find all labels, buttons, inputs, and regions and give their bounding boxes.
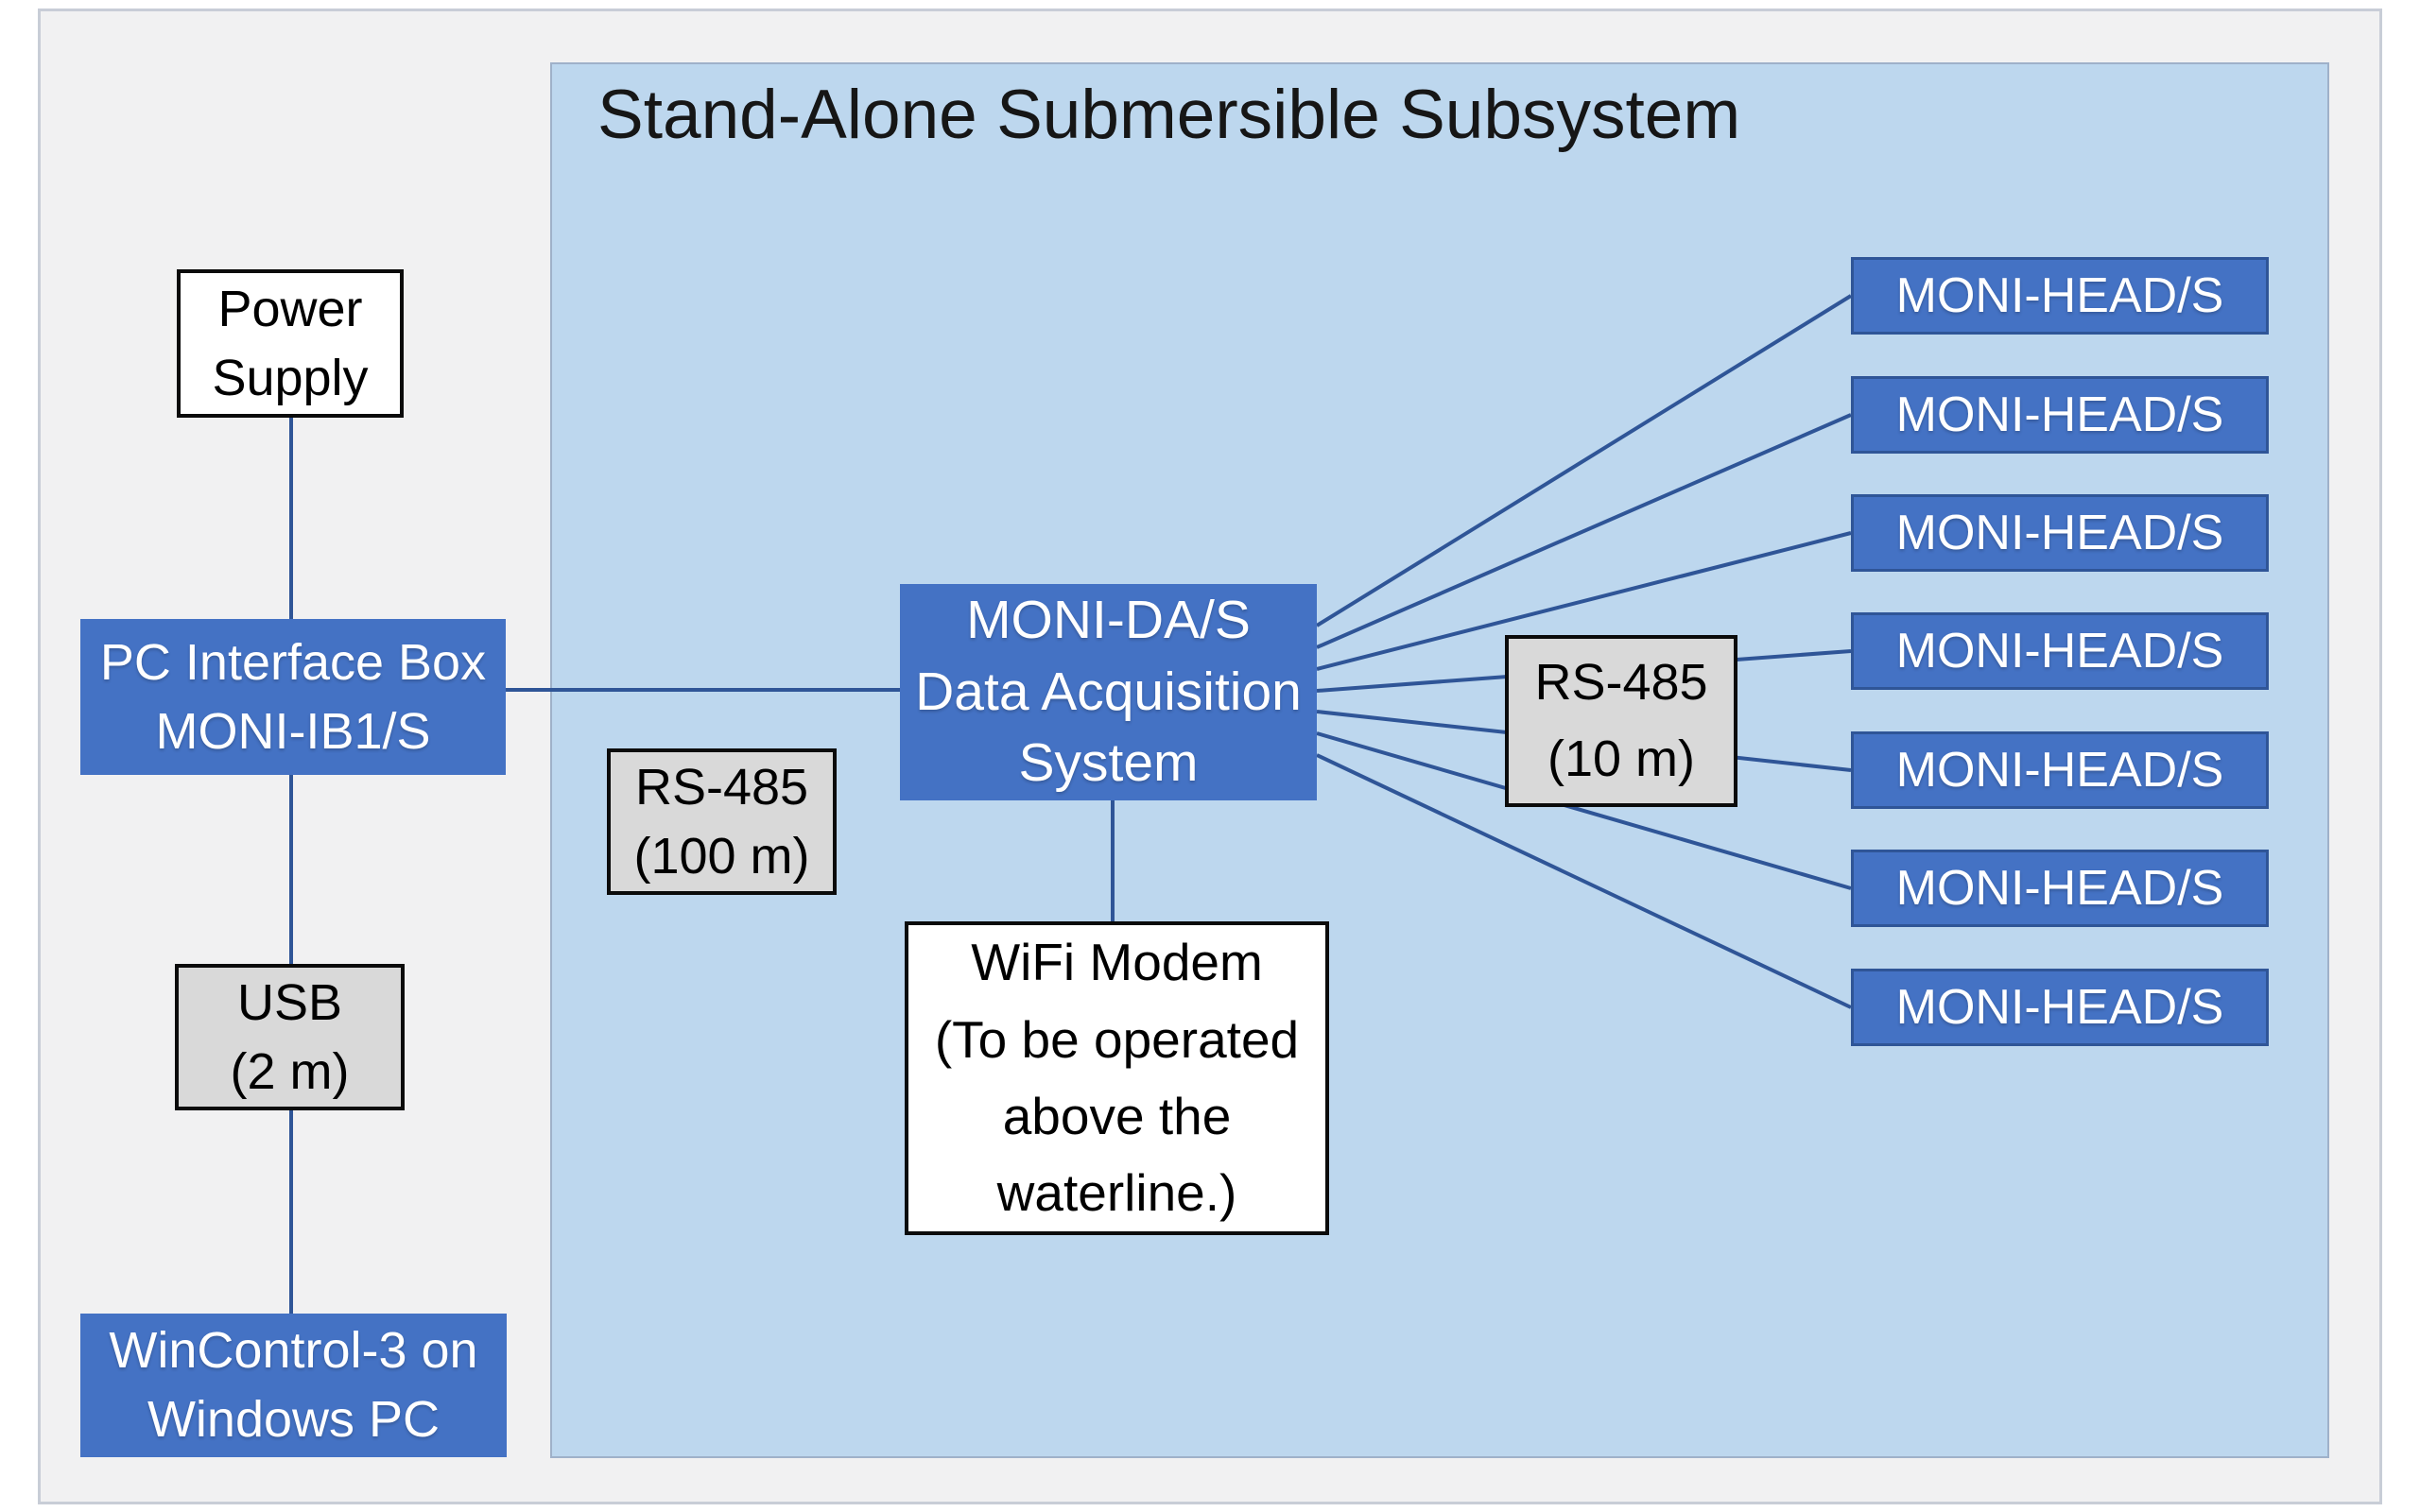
wire-monida-to-head7 (1316, 753, 1852, 1009)
rs485-10m-node: RS-485 (10 m) (1505, 635, 1737, 807)
moni-da-node: MONI-DA/S Data Acquisition System (900, 584, 1317, 800)
rs485-10m-label-line1: RS-485 (1534, 654, 1708, 711)
moni-head-label: MONI-HEAD/S (1895, 980, 2224, 1035)
wire-monida-to-head2 (1316, 413, 1852, 649)
wincontrol-label-line1: WinControl-3 on (109, 1322, 478, 1380)
usb-cable-node: USB (2 m) (175, 964, 405, 1110)
wifi-modem-label-line1: WiFi Modem (971, 933, 1263, 992)
wifi-modem-node: WiFi Modem (To be operated above the wat… (905, 921, 1329, 1235)
panel-title: Stand-Alone Submersible Subsystem (597, 77, 1741, 153)
moni-head-label: MONI-HEAD/S (1895, 506, 2224, 560)
moni-head-node-1: MONI-HEAD/S (1851, 257, 2269, 335)
rs485-100m-node: RS-485 (100 m) (607, 748, 837, 895)
moni-head-node-5: MONI-HEAD/S (1851, 731, 2269, 809)
moni-da-label-line2: Data Acquisition (915, 661, 1302, 722)
rs485-100m-label-line1: RS-485 (634, 758, 809, 816)
moni-head-node-2: MONI-HEAD/S (1851, 376, 2269, 454)
moni-head-node-7: MONI-HEAD/S (1851, 969, 2269, 1046)
wire-monida-to-head3 (1316, 531, 1852, 671)
moni-head-label: MONI-HEAD/S (1895, 861, 2224, 916)
wifi-modem-label-line3: above the (1002, 1087, 1232, 1145)
usb-label-line1: USB (236, 973, 343, 1031)
power-supply-label-line2: Supply (212, 349, 369, 406)
wire-monida-to-head6 (1316, 731, 1852, 890)
pc-interface-label-line2: MONI-IB1/S (155, 702, 431, 760)
moni-head-label: MONI-HEAD/S (1895, 624, 2224, 679)
rs485-100m-label-line2: (100 m) (633, 827, 810, 885)
usb-label-line2: (2 m) (230, 1042, 350, 1100)
moni-head-node-3: MONI-HEAD/S (1851, 494, 2269, 572)
moni-head-label: MONI-HEAD/S (1895, 743, 2224, 798)
wincontrol-pc-node: WinControl-3 on Windows PC (80, 1314, 507, 1457)
pc-interface-box-node: PC Interface Box MONI-IB1/S (80, 619, 506, 775)
moni-da-label-line1: MONI-DA/S (966, 589, 1251, 650)
moni-da-label-line3: System (1018, 732, 1199, 794)
wire-monida-to-head1 (1315, 294, 1853, 627)
rs485-10m-label-line2: (10 m) (1547, 730, 1695, 787)
pc-interface-label-line1: PC Interface Box (99, 633, 487, 691)
wifi-modem-label-line4: waterline.) (996, 1163, 1237, 1223)
power-supply-node: Power Supply (177, 269, 404, 418)
moni-head-label: MONI-HEAD/S (1895, 268, 2224, 323)
power-supply-label-line1: Power (217, 280, 363, 337)
moni-head-label: MONI-HEAD/S (1895, 387, 2224, 442)
wincontrol-label-line2: Windows PC (147, 1391, 441, 1448)
moni-head-node-4: MONI-HEAD/S (1851, 612, 2269, 690)
moni-head-node-6: MONI-HEAD/S (1851, 850, 2269, 927)
wifi-modem-label-line2: (To be operated (934, 1009, 1300, 1069)
